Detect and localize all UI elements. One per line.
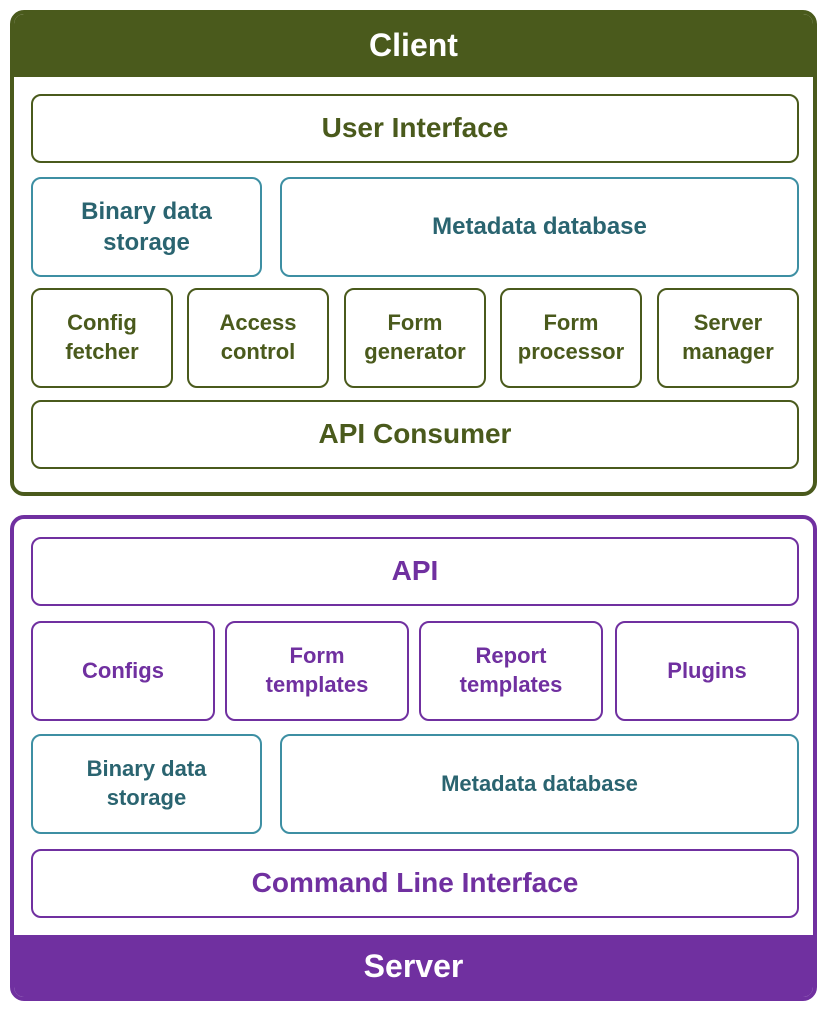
client-access-control: Access control: [187, 288, 329, 388]
client-title: Client: [14, 14, 813, 77]
form-processor-line1: Form: [543, 310, 599, 336]
server-report-templates: Report templates: [419, 621, 603, 721]
client-server-manager: Server manager: [657, 288, 799, 388]
client-form-processor: Form processor: [500, 288, 642, 388]
server-plugins: Plugins: [615, 621, 799, 721]
report-templates-line1: Report: [475, 643, 547, 669]
config-fetcher-line2: fetcher: [65, 339, 139, 364]
client-panel: Client User Interface Binary data storage…: [10, 10, 817, 496]
client-user-interface: User Interface: [31, 94, 799, 163]
form-generator-line2: generator: [364, 339, 466, 364]
report-templates-line2: templates: [459, 672, 563, 697]
client-config-fetcher: Config fetcher: [31, 288, 173, 388]
client-metadata-database: Metadata database: [280, 177, 799, 277]
server-manager-line1: Server: [693, 310, 763, 336]
server-title: Server: [14, 935, 813, 997]
access-control-line1: Access: [219, 310, 297, 336]
form-templates-line2: templates: [265, 672, 369, 697]
server-command-line-interface: Command Line Interface: [31, 849, 799, 918]
form-generator-line1: Form: [387, 310, 443, 336]
client-binary-storage: Binary data storage: [31, 177, 262, 277]
client-binary-storage-line2: storage: [103, 229, 190, 256]
server-metadata-database: Metadata database: [280, 734, 799, 834]
client-binary-storage-line1: Binary data: [81, 197, 212, 225]
client-api-consumer: API Consumer: [31, 400, 799, 469]
server-binary-storage: Binary data storage: [31, 734, 262, 834]
form-processor-line2: processor: [517, 339, 625, 364]
form-templates-line1: Form: [289, 643, 345, 669]
server-binary-storage-line2: storage: [106, 785, 187, 810]
server-form-templates: Form templates: [225, 621, 409, 721]
config-fetcher-line1: Config: [67, 310, 137, 336]
server-manager-line2: manager: [682, 339, 774, 364]
server-configs: Configs: [31, 621, 215, 721]
server-binary-storage-line1: Binary data: [86, 756, 207, 782]
server-api: API: [31, 537, 799, 606]
access-control-line2: control: [220, 339, 296, 364]
client-form-generator: Form generator: [344, 288, 486, 388]
server-panel: API Configs Form templates Report template…: [10, 515, 817, 1001]
